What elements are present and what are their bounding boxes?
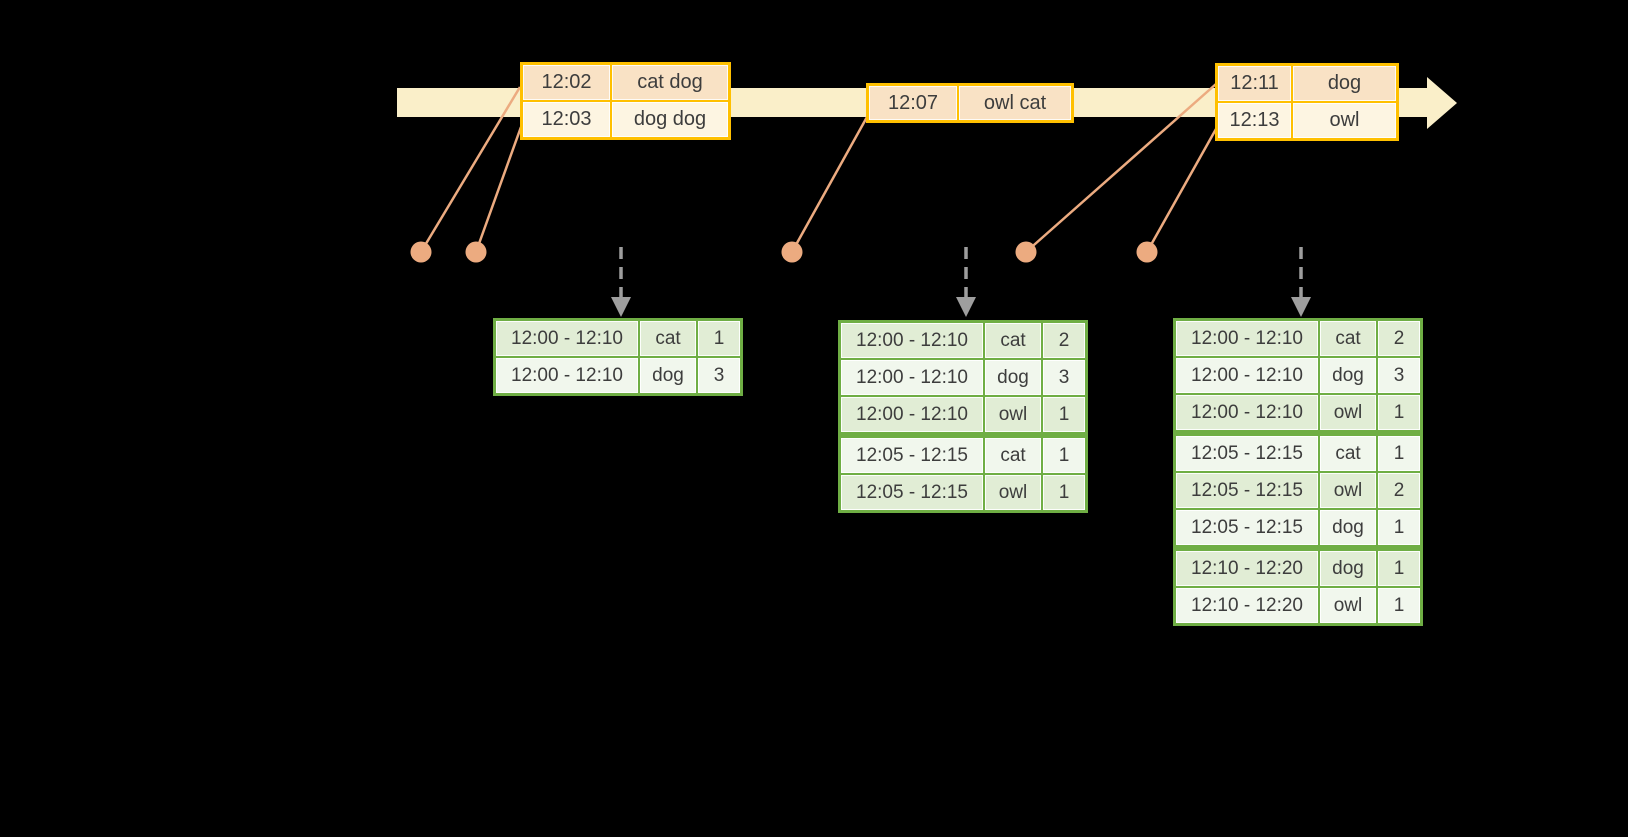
connector-line — [790, 116, 869, 253]
event-dot — [781, 241, 803, 263]
window-cell: 12:00 - 12:10 — [496, 321, 638, 356]
word-cell: cat — [640, 321, 696, 356]
word-cell: dog — [640, 358, 696, 393]
window-cell: 12:00 - 12:10 — [1176, 321, 1318, 356]
window-cell: 12:00 - 12:10 — [841, 397, 983, 432]
event-words-cell: dog — [1293, 66, 1396, 101]
word-cell: dog — [1320, 551, 1376, 586]
count-cell: 2 — [1378, 321, 1420, 356]
trigger-arrowhead-icon — [1291, 297, 1311, 317]
event-time-cell: 12:02 — [523, 65, 610, 100]
trigger-arrowhead-icon — [956, 297, 976, 317]
event-dot — [1136, 241, 1158, 263]
count-cell: 1 — [1378, 436, 1420, 471]
event-time-cell: 12:13 — [1218, 103, 1291, 138]
count-cell: 1 — [1378, 510, 1420, 545]
window-cell: 12:00 - 12:10 — [1176, 395, 1318, 430]
count-cell: 2 — [1043, 323, 1085, 358]
window-cell: 12:00 - 12:10 — [841, 323, 983, 358]
event-words-cell: cat dog — [612, 65, 728, 100]
count-cell: 1 — [1043, 475, 1085, 510]
event-words-cell: dog dog — [612, 102, 728, 137]
count-cell: 3 — [1378, 358, 1420, 393]
connector-line — [1145, 128, 1218, 253]
count-cell: 3 — [698, 358, 740, 393]
word-cell: cat — [985, 438, 1041, 473]
event-dots — [410, 241, 1158, 263]
connector-lines — [419, 83, 1218, 253]
word-cell: owl — [1320, 588, 1376, 623]
window-cell: 12:05 - 12:15 — [1176, 473, 1318, 508]
count-cell: 1 — [1378, 395, 1420, 430]
trigger-arrowhead-icon — [611, 297, 631, 317]
word-cell: cat — [1320, 321, 1376, 356]
word-cell: owl — [1320, 395, 1376, 430]
count-cell: 1 — [1043, 438, 1085, 473]
window-cell: 12:10 - 12:20 — [1176, 588, 1318, 623]
count-cell: 1 — [1043, 397, 1085, 432]
window-cell: 12:05 - 12:15 — [841, 438, 983, 473]
window-cell: 12:05 - 12:15 — [841, 475, 983, 510]
window-cell: 12:00 - 12:10 — [841, 360, 983, 395]
connector-line — [474, 126, 523, 253]
count-cell: 1 — [698, 321, 740, 356]
window-cell: 12:00 - 12:10 — [1176, 358, 1318, 393]
word-cell: dog — [1320, 358, 1376, 393]
event-dot — [1015, 241, 1037, 263]
word-cell: cat — [1320, 436, 1376, 471]
count-cell: 3 — [1043, 360, 1085, 395]
count-cell: 1 — [1378, 551, 1420, 586]
count-cell: 1 — [1378, 588, 1420, 623]
event-time-cell: 12:11 — [1218, 66, 1291, 101]
word-cell: owl — [985, 397, 1041, 432]
event-words-cell: owl cat — [959, 86, 1071, 120]
word-cell: owl — [1320, 473, 1376, 508]
count-cell: 2 — [1378, 473, 1420, 508]
event-dot — [410, 241, 432, 263]
window-cell: 12:05 - 12:15 — [1176, 436, 1318, 471]
trigger-arrows — [611, 247, 1311, 317]
word-cell: cat — [985, 323, 1041, 358]
window-cell: 12:10 - 12:20 — [1176, 551, 1318, 586]
word-cell: dog — [1320, 510, 1376, 545]
window-cell: 12:00 - 12:10 — [496, 358, 638, 393]
connector-line — [419, 86, 522, 253]
word-cell: dog — [985, 360, 1041, 395]
event-time-cell: 12:03 — [523, 102, 610, 137]
connector-line — [1025, 83, 1217, 253]
event-time-cell: 12:07 — [869, 86, 957, 120]
window-cell: 12:05 - 12:15 — [1176, 510, 1318, 545]
timeline-arrowhead-icon — [1427, 77, 1457, 129]
word-cell: owl — [985, 475, 1041, 510]
event-words-cell: owl — [1293, 103, 1396, 138]
event-dot — [465, 241, 487, 263]
